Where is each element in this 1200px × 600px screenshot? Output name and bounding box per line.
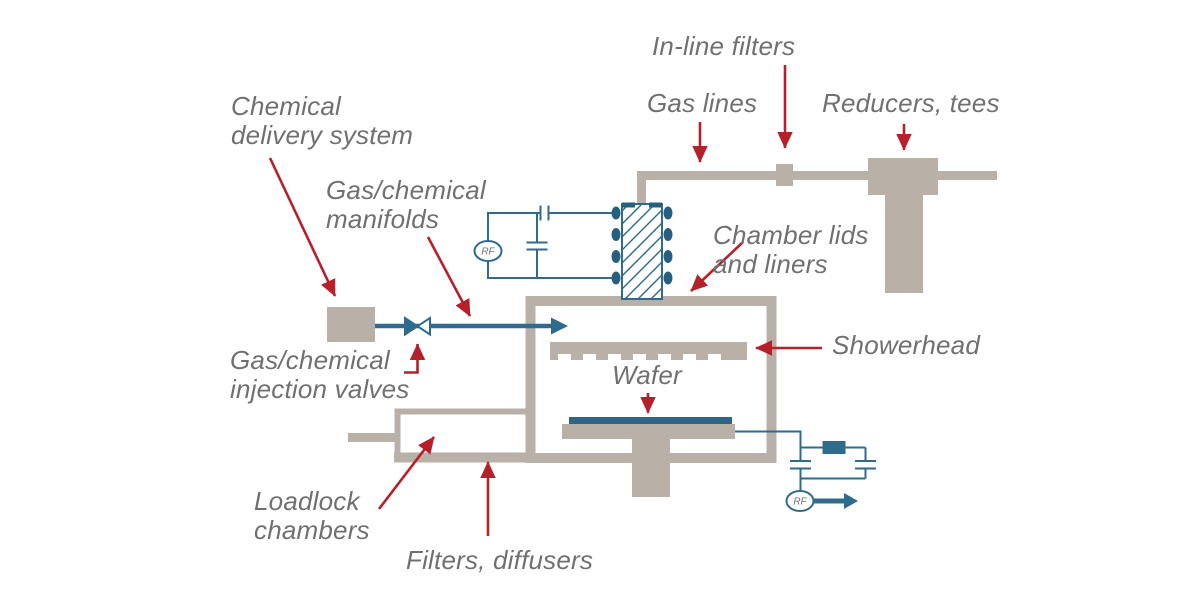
label-chamber-lids-liners: Chamber lids and liners [713,220,869,280]
rf-out-flow-arrow-icon [814,493,858,509]
annotation-arrows [268,65,912,536]
showerhead-plate [550,342,747,361]
label-showerhead: Showerhead [832,330,980,360]
gas-line-pipe [637,171,997,211]
arrow-injection-valves-icon [404,343,426,374]
label-gas-chemical-injection-valves: Gas/chemical injection valves [230,345,410,405]
wafer-pedestal [562,424,735,497]
inductor-block-icon [822,441,846,454]
in-line-filter-block [776,164,793,186]
arrow-chemical-delivery-icon [268,157,337,297]
rf-source-icon [473,240,503,262]
label-gas-lines: Gas lines [647,88,758,118]
rf-match-circuit-top [473,205,612,279]
label-reducers-tees: Reducers, tees [822,88,1000,118]
label-loadlock-chambers: Loadlock chambers [254,486,370,546]
label-wafer: Wafer [612,360,682,390]
label-gas-chemical-manifolds: Gas/chemical manifolds [326,175,486,235]
rf-source-label-bottom: RF [793,497,807,508]
reducer-tee-block [868,158,938,293]
loadlock-chamber-walls [348,408,535,454]
label-filters-diffusers: Filters, diffusers [406,545,594,575]
injection-valve-icon [404,316,431,337]
injection-flow-arrow-icon [375,317,568,335]
rf-source-label-top: RF [481,247,495,258]
wafer-bar [569,417,732,424]
arrow-chamber-lids-icon [690,242,743,292]
label-in-line-filters: In-line filters [652,31,796,61]
plasma-coil-icon [611,202,673,300]
arrow-loadlock-icon [377,436,436,510]
rf-source-icon [785,490,815,512]
rf-bias-circuit-bottom [735,430,876,512]
chemical-delivery-box [327,307,375,342]
arrow-manifolds-icon [426,236,472,317]
label-chemical-delivery: Chemical delivery system [231,91,414,151]
